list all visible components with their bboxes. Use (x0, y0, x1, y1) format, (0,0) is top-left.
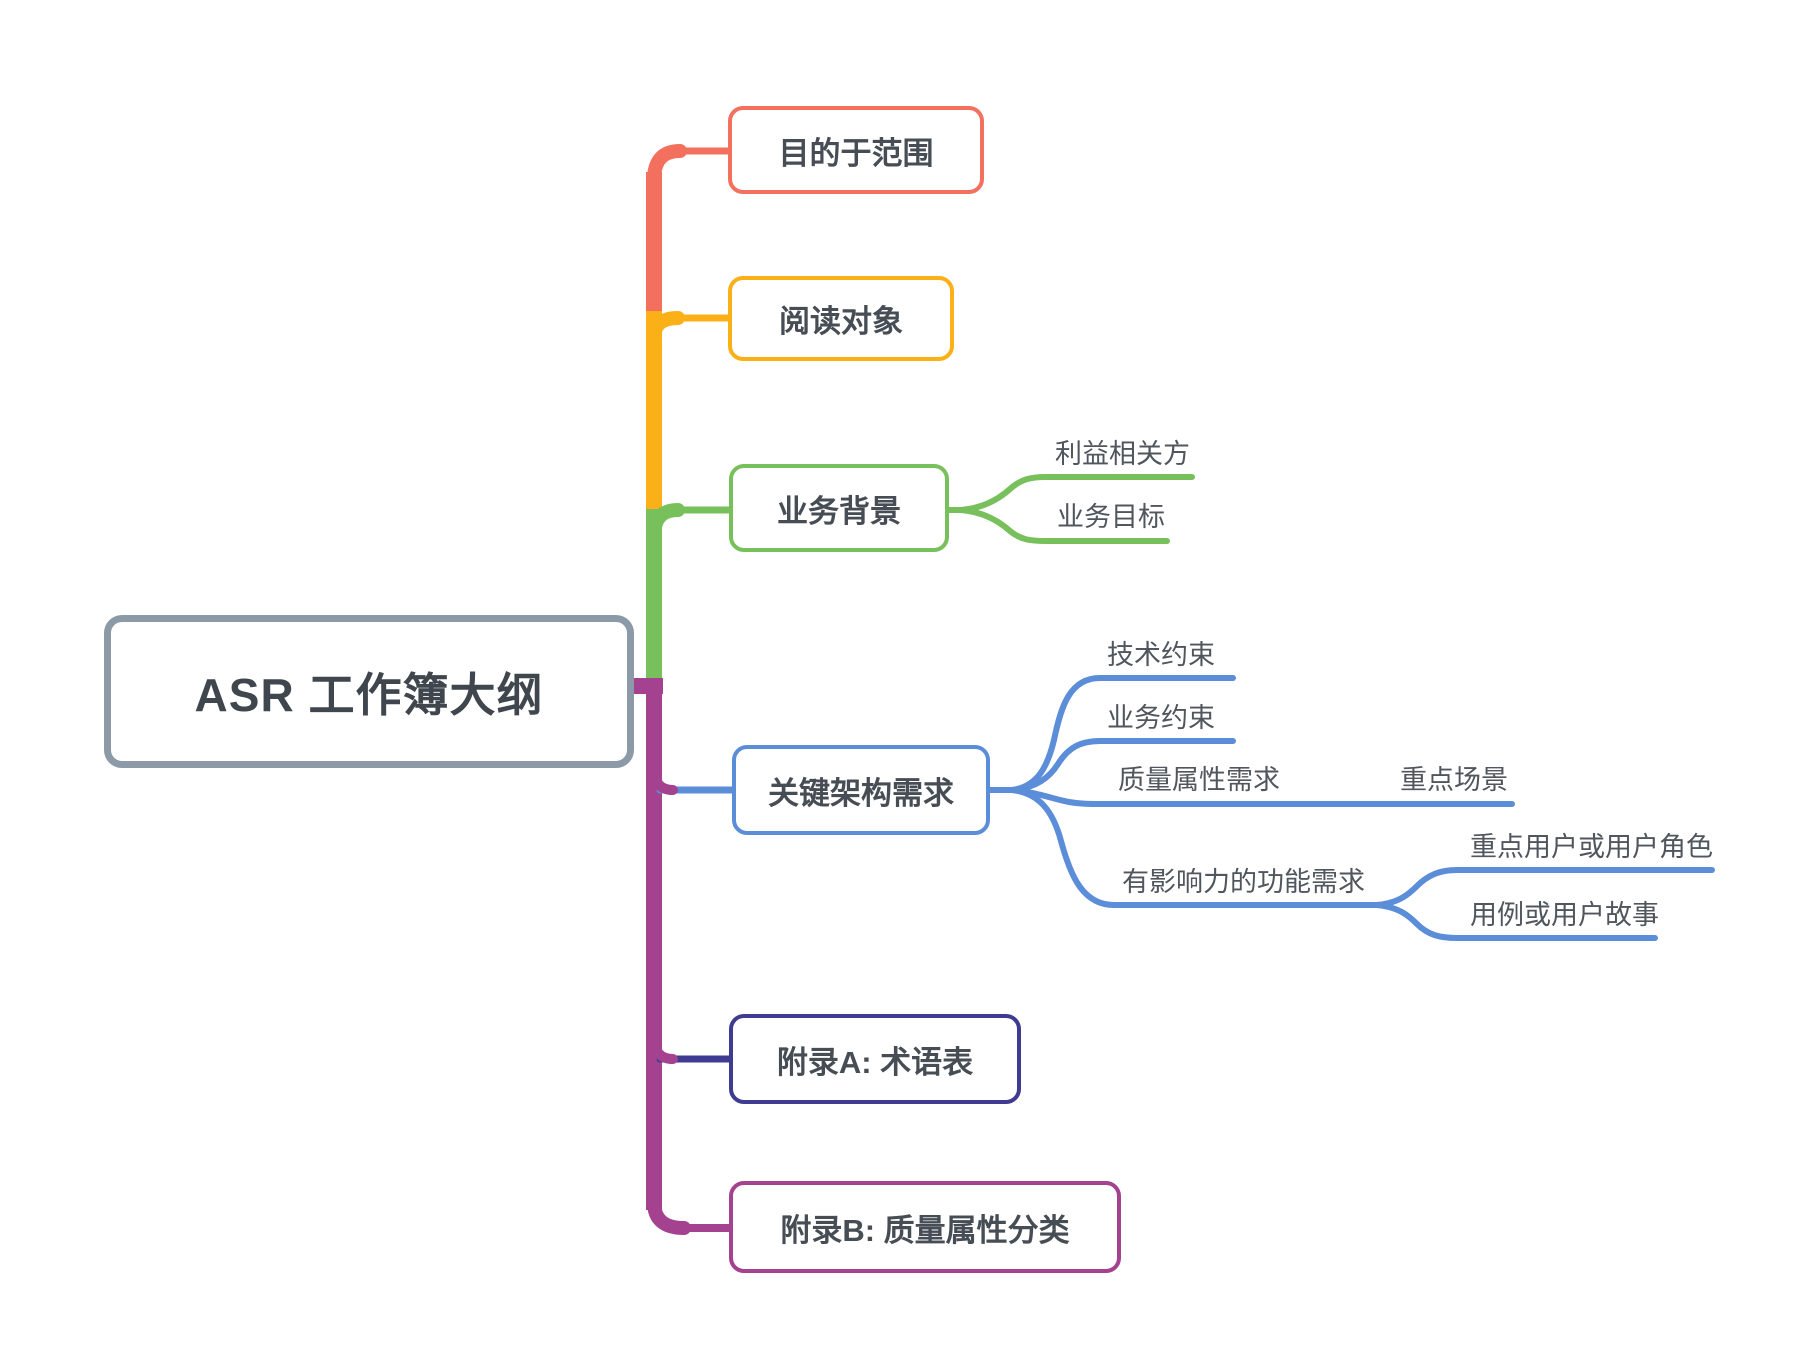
node-key-scenarios[interactable]: 重点场景 (1400, 765, 1508, 795)
line-key-users (1374, 867, 1715, 908)
connector-key-arch-elbow (649, 765, 678, 795)
line-stakeholders (958, 474, 1195, 513)
business-children-lines (945, 474, 1195, 544)
node-quality-attr-reqs[interactable]: 质量属性需求 (1118, 765, 1280, 795)
node-influential-func-reqs[interactable]: 有影响力的功能需求 (1122, 867, 1365, 897)
node-business-constraints[interactable]: 业务约束 (1107, 703, 1215, 733)
node-audience[interactable]: 阅读对象 (728, 276, 954, 361)
node-purpose-scope[interactable]: 目的于范围 (728, 106, 984, 194)
node-appendix-a-label: 附录A: 术语表 (776, 1044, 974, 1080)
connector-business-bend (647, 503, 685, 543)
line-business-goals (958, 507, 1170, 544)
node-appendix-b-label: 附录B: 质量属性分类 (780, 1212, 1070, 1248)
node-use-cases[interactable]: 用例或用户故事 (1470, 900, 1659, 930)
node-stakeholders[interactable]: 利益相关方 (1055, 439, 1190, 469)
line-tech-constraints (1009, 675, 1236, 793)
node-appendix-b[interactable]: 附录B: 质量属性分类 (729, 1181, 1121, 1273)
node-audience-label: 阅读对象 (779, 304, 903, 339)
node-business-context-label: 业务背景 (777, 493, 901, 529)
connector-appendix-a-elbow (649, 1034, 678, 1064)
node-key-arch-reqs-label: 关键架构需求 (768, 775, 954, 811)
line-business-constraints (1009, 738, 1236, 793)
node-business-goals[interactable]: 业务目标 (1057, 502, 1165, 532)
node-key-arch-reqs[interactable]: 关键架构需求 (732, 745, 990, 835)
node-key-users[interactable]: 重点用户或用户角色 (1470, 832, 1713, 862)
branch-connectors (647, 144, 738, 1235)
connector-purpose-bend (647, 144, 687, 187)
node-purpose-scope-label: 目的于范围 (778, 135, 934, 171)
node-tech-constraints[interactable]: 技术约束 (1107, 640, 1215, 670)
key-arch-children-lines (987, 675, 1715, 941)
line-influential-func-reqs (1009, 787, 1380, 908)
root-node-label: ASR 工作簿大纲 (194, 668, 544, 721)
root-node[interactable]: ASR 工作簿大纲 (104, 615, 634, 768)
node-appendix-a[interactable]: 附录A: 术语表 (729, 1014, 1021, 1104)
line-use-cases (1374, 902, 1658, 941)
node-business-context[interactable]: 业务背景 (729, 464, 949, 552)
